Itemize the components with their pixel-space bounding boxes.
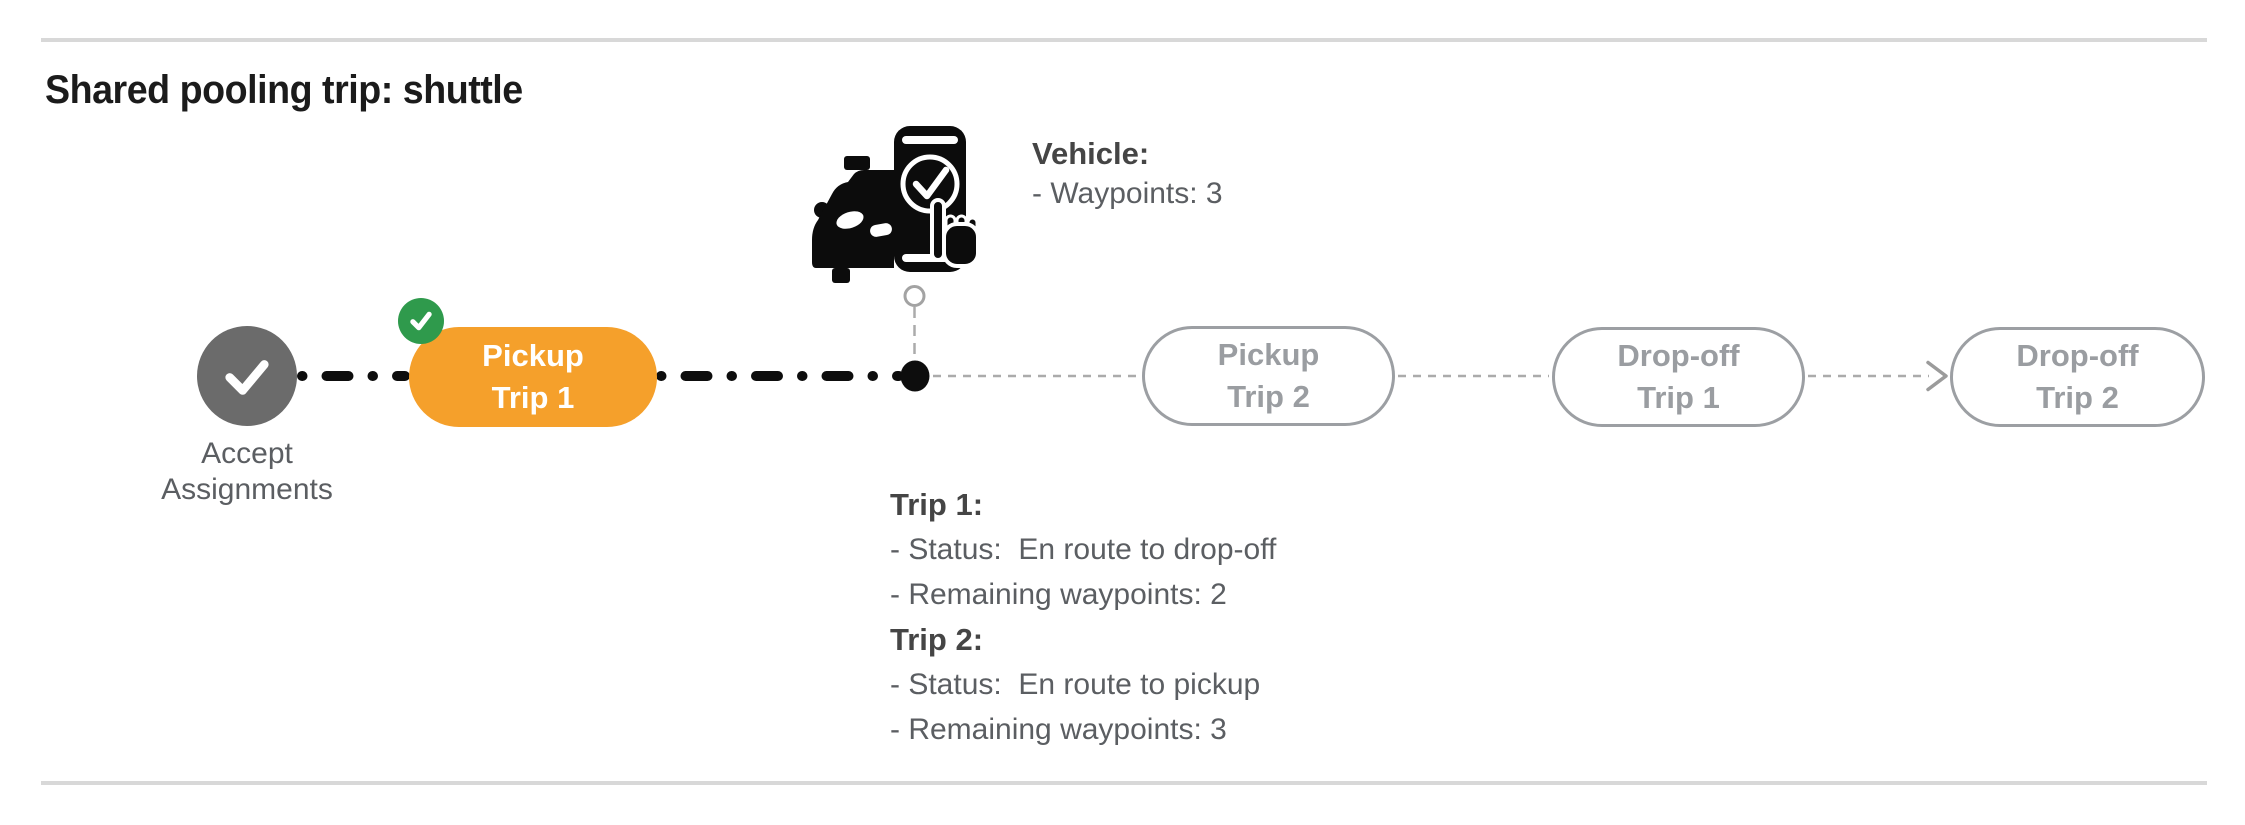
- top-divider: [41, 38, 2207, 42]
- accept-assignments-label: Accept Assignments: [161, 437, 333, 506]
- node-accept-assignments: [197, 326, 297, 426]
- trip1-status-line: - Status: En route to drop-off: [890, 533, 1277, 566]
- vehicle-info-line: - Waypoints: 3: [1032, 177, 1223, 210]
- page-title: Shared pooling trip: shuttle: [45, 68, 523, 112]
- check-icon: [225, 360, 269, 395]
- pickup-trip-1-label: Pickup Trip 1: [482, 338, 584, 415]
- completed-badge: [398, 298, 444, 344]
- bottom-divider: [41, 781, 2207, 785]
- trip-status-block: Trip 1: - Status: En route to drop-off -…: [890, 482, 1276, 752]
- node-pickup-trip-1: Pickup Trip 1: [409, 327, 657, 427]
- trip1-waypoints-line: - Remaining waypoints: 2: [890, 578, 1227, 611]
- vehicle-anchor-circle: [903, 285, 926, 307]
- node-dropoff-trip-2: Drop-off Trip 2: [1950, 327, 2205, 427]
- pickup-trip-2-label: Pickup Trip 2: [1217, 337, 1320, 414]
- vehicle-position-dot: [900, 360, 930, 392]
- node-dropoff-trip-1: Drop-off Trip 1: [1552, 327, 1805, 427]
- trip2-status-line: - Status: En route to pickup: [890, 668, 1261, 701]
- vehicle-info-block: Vehicle: - Waypoints: 3: [1032, 134, 1223, 214]
- dropoff-trip-1-label: Drop-off Trip 1: [1617, 338, 1740, 415]
- vehicle-phone-check-icon: [812, 126, 980, 283]
- vehicle-info-heading: Vehicle:: [1032, 136, 1150, 171]
- arrowhead-icon: [1926, 360, 1948, 392]
- trip2-waypoints-line: - Remaining waypoints: 3: [890, 713, 1227, 746]
- check-icon: [410, 311, 432, 331]
- trip1-heading: Trip 1:: [890, 487, 984, 522]
- dropoff-trip-2-label: Drop-off Trip 2: [2016, 338, 2139, 415]
- trip2-heading: Trip 2:: [890, 622, 984, 657]
- node-pickup-trip-2: Pickup Trip 2: [1142, 326, 1395, 426]
